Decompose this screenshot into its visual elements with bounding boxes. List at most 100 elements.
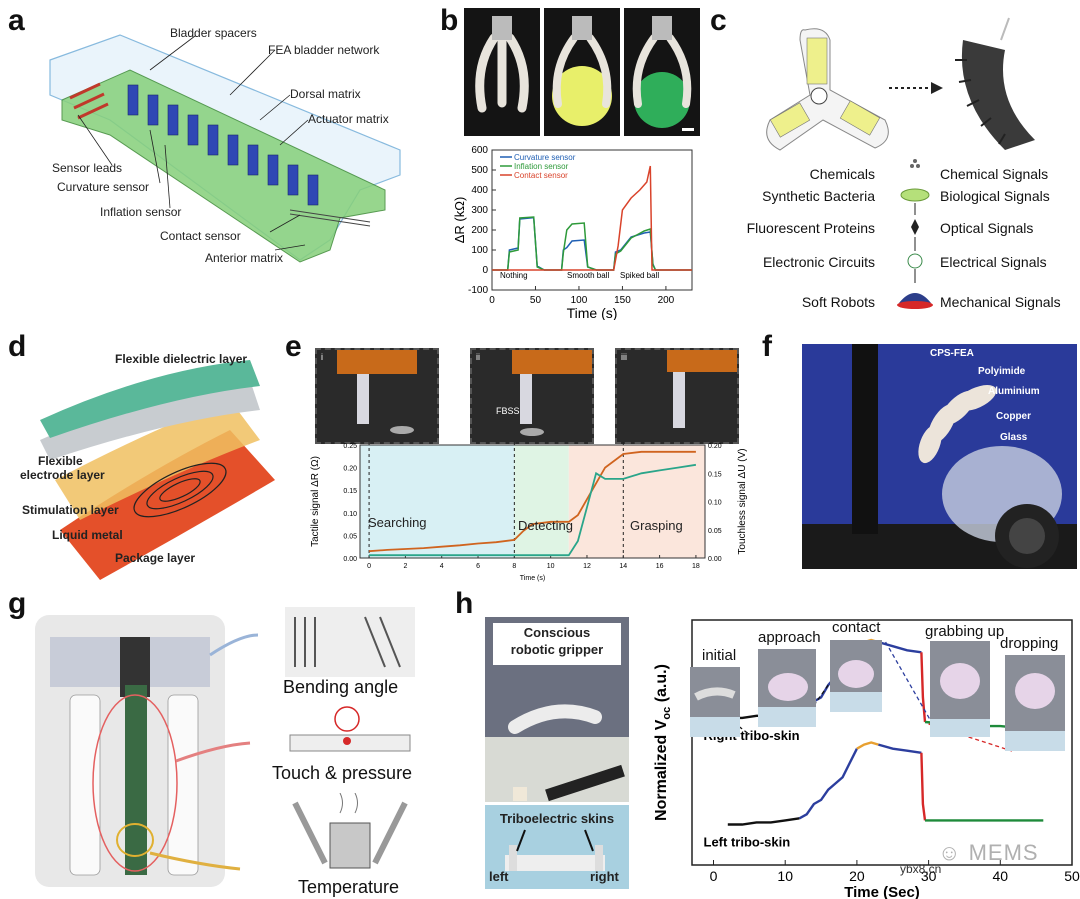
photo-conscious-gripper: Conscious robotic gripper — [485, 617, 629, 802]
chart-e-xtick-label: 14 — [619, 563, 627, 570]
panel-label-g: g — [8, 587, 27, 620]
signal-icons — [897, 159, 933, 309]
finger-left — [69, 694, 101, 876]
f-label-copper: Copper — [996, 411, 1031, 422]
label-dorsal-matrix: Dorsal matrix — [290, 87, 361, 101]
chart-h-xtick-label: 10 — [777, 868, 793, 884]
skin-left-label: left — [489, 869, 509, 884]
label-bladder-spacers: Bladder spacers — [170, 26, 257, 40]
g-label-temperature: Temperature — [298, 877, 400, 897]
g-label-touch: Touch & pressure — [272, 763, 413, 783]
panel-label-h: h — [455, 587, 474, 620]
stage-dropping: dropping — [1000, 635, 1059, 652]
layered-sensor-illustration — [40, 360, 275, 580]
stage-initial: initial — [702, 647, 737, 664]
c-right-4: Mechanical Signals — [940, 294, 1061, 310]
stage-approach: approach — [758, 629, 821, 646]
stage-photo-initial — [690, 667, 740, 737]
chart-e-y2tick-label: 0.10 — [708, 500, 722, 507]
chart-e-ytick-label: 0.20 — [343, 466, 357, 473]
watermark-text: MEMS — [968, 840, 1039, 865]
chart-e-ylabel: Tactile signal ΔR (Ω) — [310, 456, 321, 547]
chart-b-series-2 — [492, 165, 692, 271]
chart-e-xtick-label: 0 — [367, 563, 371, 570]
panel-c: c Chemicals Synthetic Bacteria Fluoresce… — [705, 0, 1080, 320]
chart-b-annotation-1: Smooth ball — [567, 271, 609, 280]
stage-photo-approach — [758, 649, 816, 727]
gripper-title-line1: Conscious — [523, 625, 591, 640]
stage-photo-dropping — [1005, 655, 1065, 751]
chart-e-xlabel: Time (s) — [520, 575, 545, 582]
chart-e-ytick-label: 0.05 — [343, 533, 357, 540]
chart-h-xlabel: Time (Sec) — [844, 884, 920, 899]
chart-b-series-1 — [492, 216, 692, 271]
chart-e-ytick-label: 0.00 — [343, 556, 357, 563]
protein-icon — [911, 219, 919, 235]
photo-gripper-smooth-ball — [544, 8, 620, 136]
c-left-2: Fluorescent Proteins — [746, 220, 875, 236]
gripper-title-line2: robotic gripper — [510, 642, 604, 657]
phase-grasping: Grasping — [630, 518, 683, 533]
chart-b-ytick-label: 0 — [482, 265, 488, 276]
label-actuator-matrix: Actuator matrix — [308, 112, 389, 126]
c-left-4: Soft Robots — [801, 294, 875, 310]
d-label-stimulation: Stimulation layer — [22, 503, 119, 517]
chart-e-xtick-label: 16 — [656, 563, 664, 570]
chart-b-xtick-label: 0 — [489, 295, 495, 306]
c-left-1: Synthetic Bacteria — [762, 188, 875, 204]
chart-e-series-1 — [369, 463, 697, 557]
stage-photo-contact — [830, 640, 882, 712]
finger-right — [167, 694, 199, 876]
photo-gripper-nothing — [464, 8, 540, 136]
chart-h-ylabel: Normalized Voc (a.u.) — [653, 664, 673, 821]
photo-detecting: ii FBSS — [470, 348, 594, 444]
chart-h-leader-0 — [727, 717, 751, 736]
stage-contact: contact — [832, 619, 881, 636]
f-label-polyimide: Polyimide — [978, 366, 1026, 377]
chart-e-y2tick-label: 0.15 — [708, 471, 722, 478]
panel-g: g Bending angle Touch & pressure Tempera… — [0, 585, 440, 899]
f-label-glass: Glass — [1000, 432, 1028, 443]
chart-b-legend-0: Curvature sensor — [514, 153, 576, 162]
chart-b-series-0 — [492, 216, 692, 271]
chart-e-bg-grasping — [568, 445, 705, 558]
d-label-dielectric: Flexible dielectric layer — [115, 352, 248, 366]
bacteria-icon — [900, 188, 930, 202]
label-sensor-leads: Sensor leads — [52, 161, 123, 175]
chart-e-y2tick-label: 0.05 — [708, 528, 722, 535]
stage-grabbing: grabbing up — [925, 623, 1005, 640]
chart-e-ytick-label: 0.25 — [343, 443, 357, 450]
chart-e-xtick-label: 6 — [476, 563, 480, 570]
panel-a: a — [0, 0, 440, 290]
chart-h-xtick-label: 40 — [993, 868, 1009, 884]
panel-f: f CPS-FEA Polyimide Aluminium Copper Gla… — [760, 330, 1080, 575]
f-label-cps-fea: CPS-FEA — [930, 348, 974, 359]
chart-e-xtick-label: 18 — [692, 563, 700, 570]
label-contact-sensor: Contact sensor — [160, 229, 241, 243]
chart-b-legend-1: Inflation sensor — [514, 162, 569, 171]
stage-photo-grabbing — [930, 641, 990, 737]
chart-e-xtick-label: 2 — [403, 563, 407, 570]
watermark: ☺ MEMS — [938, 840, 1039, 866]
chart-h-trace-label-1: Left tribo-skin — [704, 835, 791, 850]
chart-h-xtick-label: 30 — [921, 868, 937, 884]
photo-tag-i: i — [321, 352, 323, 362]
panel-label-e: e — [285, 330, 302, 363]
soft-robot-icon — [899, 293, 931, 303]
chart-h-series-0-seg-3 — [878, 640, 922, 654]
panel-label-f: f — [762, 330, 772, 363]
c-left-3: Electronic Circuits — [762, 254, 875, 270]
d-label-electrode: electrode layer — [20, 468, 105, 482]
chart-b-ytick-label: 600 — [471, 145, 488, 156]
c-right-2: Optical Signals — [940, 220, 1034, 236]
bending-icon — [285, 607, 415, 677]
photo-grasping: iii — [615, 348, 739, 444]
chart-h-series-1-seg-4 — [920, 752, 927, 821]
chart-b-ytick-label: 100 — [471, 245, 488, 256]
watermark-site: ybx8.cn — [900, 862, 942, 876]
panel-d: d Flexible dielectric layer Flexible ele… — [0, 330, 300, 580]
panel-label-d: d — [8, 330, 27, 363]
